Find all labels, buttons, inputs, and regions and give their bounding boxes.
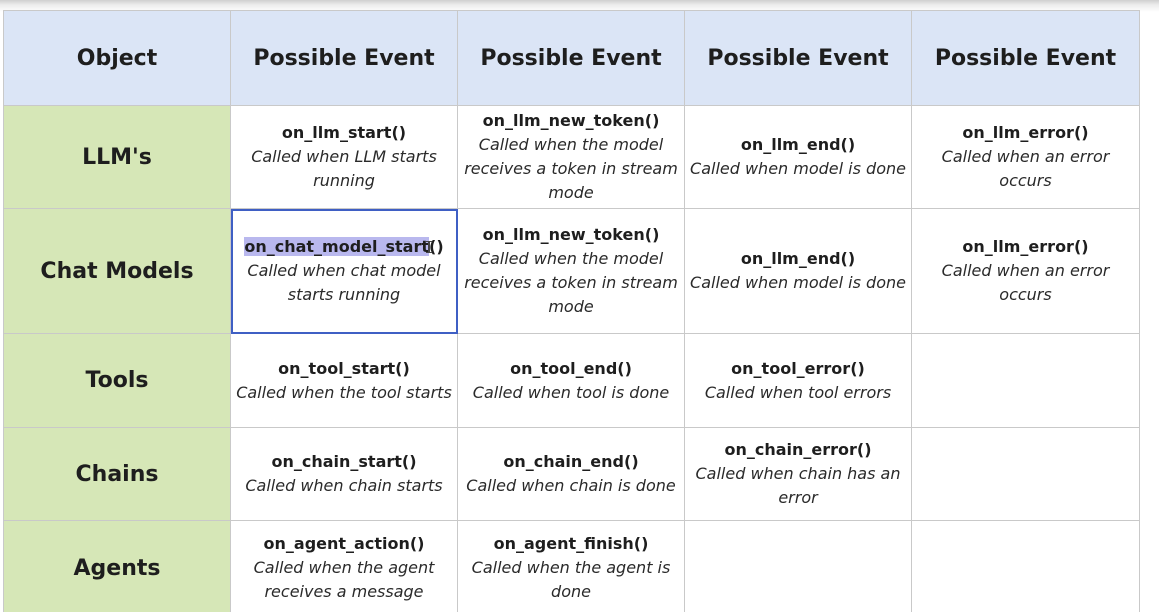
header-possible-event-1[interactable]: Possible Event	[230, 10, 458, 106]
event-description: Called when chain starts	[245, 476, 443, 495]
cell-chat-models-start[interactable]: on_chat_model_start() Called when chat m…	[230, 208, 458, 334]
event-description: Called when chat model starts running	[247, 261, 441, 304]
cell-tools-error[interactable]: on_tool_error() Called when tool errors	[684, 333, 912, 428]
table-row-llms: LLM's on_llm_start() Called when LLM sta…	[3, 105, 1140, 209]
event-description: Called when the tool starts	[236, 382, 452, 402]
event-name: on_llm_error()	[962, 237, 1089, 256]
cell-llms-error[interactable]: on_llm_error() Called when an error occu…	[911, 105, 1140, 209]
header-possible-event-4[interactable]: Possible Event	[911, 10, 1140, 106]
event-name: on_tool_start()	[278, 358, 410, 378]
cell-chat-models-end[interactable]: on_llm_end() Called when model is done	[684, 208, 912, 334]
event-description: Called when model is done	[690, 273, 906, 292]
cell-tools-start[interactable]: on_tool_start() Called when the tool sta…	[230, 333, 458, 428]
cell-llms-end[interactable]: on_llm_end() Called when model is done	[684, 105, 912, 209]
event-description: Called when the model receives a token i…	[464, 135, 678, 202]
cell-llms-new-token[interactable]: on_llm_new_token() Called when the model…	[457, 105, 685, 209]
event-description: Called when model is done	[690, 159, 906, 178]
event-description: Called when LLM starts running	[251, 147, 437, 190]
event-name: on_llm_start()	[281, 123, 407, 142]
event-name: on_llm_end()	[740, 135, 856, 154]
event-name: on_tool_end()	[510, 358, 632, 378]
event-description: Called when an error occurs	[941, 147, 1110, 190]
cell-llms-start[interactable]: on_llm_start() Called when LLM starts ru…	[230, 105, 458, 209]
cell-tools-empty[interactable]	[911, 333, 1140, 428]
table-header-row: Object Possible Event Possible Event Pos…	[3, 10, 1140, 106]
event-name: on_agent_finish()	[493, 534, 649, 553]
event-name-suffix: ()	[429, 237, 444, 256]
event-name: on_llm_new_token()	[482, 111, 660, 130]
cell-chains-error[interactable]: on_chain_error() Called when chain has a…	[684, 427, 912, 521]
header-object[interactable]: Object	[3, 10, 231, 106]
callback-events-table: Object Possible Event Possible Event Pos…	[3, 10, 1140, 612]
table-row-chains: Chains on_chain_start() Called when chai…	[3, 427, 1140, 521]
event-name: on_llm_error()	[962, 123, 1089, 142]
event-name: on_chat_model_start()	[235, 235, 453, 259]
row-label-chains[interactable]: Chains	[3, 427, 231, 521]
cell-agents-empty-2[interactable]	[911, 520, 1140, 612]
cell-chains-empty[interactable]	[911, 427, 1140, 521]
event-description: Called when tool errors	[704, 382, 892, 402]
window-top-shadow	[0, 0, 1159, 12]
cell-tools-end[interactable]: on_tool_end() Called when tool is done	[457, 333, 685, 428]
event-description: Called when chain is done	[466, 476, 676, 495]
row-label-chat-models[interactable]: Chat Models	[3, 208, 231, 334]
event-description: Called when the model receives a token i…	[464, 249, 678, 316]
table-row-agents: Agents on_agent_action() Called when the…	[3, 520, 1140, 612]
table-row-chat-models: Chat Models on_chat_model_start() Called…	[3, 208, 1140, 334]
event-name: on_agent_action()	[263, 534, 425, 553]
event-name: on_chain_error()	[724, 440, 872, 459]
event-name: on_chain_end()	[503, 452, 639, 471]
cell-chains-start[interactable]: on_chain_start() Called when chain start…	[230, 427, 458, 521]
event-description: Called when chain has an error	[695, 464, 901, 507]
row-label-llms[interactable]: LLM's	[3, 105, 231, 209]
event-description: Called when the agent receives a message	[253, 558, 435, 601]
text-selection[interactable]: on_chat_model_start	[244, 237, 430, 256]
event-name: on_llm_new_token()	[482, 225, 660, 244]
cell-agents-finish[interactable]: on_agent_finish() Called when the agent …	[457, 520, 685, 612]
event-description: Called when tool is done	[472, 382, 670, 402]
cell-agents-action[interactable]: on_agent_action() Called when the agent …	[230, 520, 458, 612]
event-description: Called when an error occurs	[941, 261, 1110, 304]
event-description: Called when the agent is done	[471, 558, 671, 601]
i-beam-cursor-icon	[426, 241, 433, 253]
cell-chains-end[interactable]: on_chain_end() Called when chain is done	[457, 427, 685, 521]
header-possible-event-2[interactable]: Possible Event	[457, 10, 685, 106]
row-label-tools[interactable]: Tools	[3, 333, 231, 428]
event-name: on_chain_start()	[271, 452, 417, 471]
row-label-agents[interactable]: Agents	[3, 520, 231, 612]
table-row-tools: Tools on_tool_start() Called when the to…	[3, 333, 1140, 428]
cell-agents-empty-1[interactable]	[684, 520, 912, 612]
event-name: on_llm_end()	[740, 249, 856, 268]
header-possible-event-3[interactable]: Possible Event	[684, 10, 912, 106]
cell-chat-models-new-token[interactable]: on_llm_new_token() Called when the model…	[457, 208, 685, 334]
event-name: on_tool_error()	[731, 358, 865, 378]
cell-chat-models-error[interactable]: on_llm_error() Called when an error occu…	[911, 208, 1140, 334]
